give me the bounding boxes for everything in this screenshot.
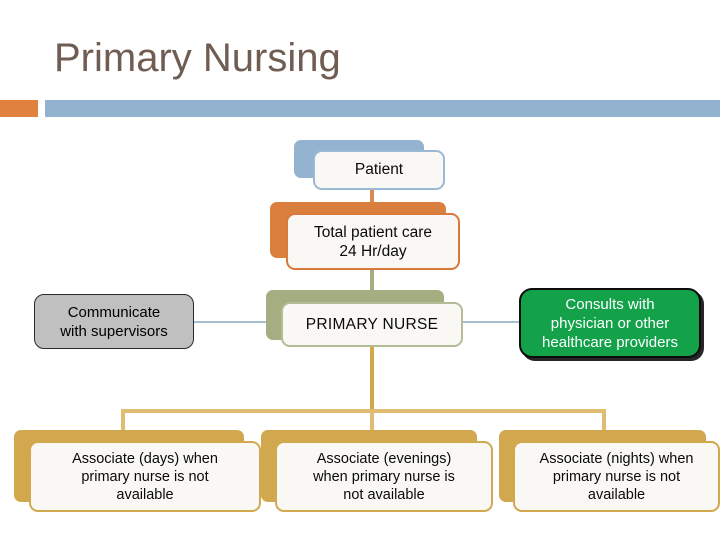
- node-total-patient-care-line2: 24 Hr/day: [339, 242, 407, 260]
- node-primary-nurse-label: PRIMARY NURSE: [305, 315, 439, 333]
- node-patient[interactable]: Patient: [313, 150, 445, 190]
- node-communicate-line1: Communicate: [67, 303, 161, 321]
- node-associate-days-line1: Associate (days) when: [72, 450, 218, 467]
- connector-primary-nurse-to-associates: [370, 347, 374, 411]
- node-communicate-with-supervisors[interactable]: Communicate with supervisors: [34, 294, 194, 349]
- node-total-patient-care-line1: Total patient care: [313, 223, 433, 241]
- node-communicate-line2: with supervisors: [60, 322, 168, 340]
- connector-drop-associate-days: [121, 409, 125, 433]
- node-associate-evenings[interactable]: Associate (evenings) when primary nurse …: [275, 441, 493, 512]
- connector-drop-associate-nights: [602, 409, 606, 433]
- node-associate-nights-line1: Associate (nights) when: [539, 450, 694, 467]
- node-primary-nurse[interactable]: PRIMARY NURSE: [281, 302, 463, 347]
- connector-communicate-to-primary-nurse: [194, 321, 272, 323]
- node-total-patient-care[interactable]: Total patient care 24 Hr/day: [286, 213, 460, 270]
- node-associate-days[interactable]: Associate (days) when primary nurse is n…: [29, 441, 261, 512]
- node-associate-nights-line2: primary nurse is not: [552, 468, 681, 485]
- header-accent-square: [0, 100, 38, 117]
- node-associate-evenings-line1: Associate (evenings): [316, 450, 452, 467]
- node-associate-evenings-line3: not available: [343, 486, 425, 503]
- node-consults-line1: Consults with: [565, 295, 655, 313]
- page-title: Primary Nursing: [54, 36, 341, 80]
- node-consults-with-physician[interactable]: Consults with physician or other healthc…: [519, 288, 701, 358]
- node-associate-nights-line3: available: [587, 486, 646, 503]
- node-consults-line2: physician or other: [550, 314, 670, 332]
- node-patient-label: Patient: [354, 161, 404, 178]
- node-associate-days-line2: primary nurse is not: [81, 468, 209, 485]
- node-associate-days-line3: available: [116, 486, 174, 503]
- connector-drop-associate-evenings: [370, 409, 374, 433]
- connector-primary-nurse-to-consults: [463, 321, 521, 323]
- node-associate-evenings-line2: when primary nurse is: [313, 468, 455, 485]
- node-consults-line3: healthcare providers: [542, 333, 678, 351]
- connector-total-care-to-primary-nurse: [370, 268, 374, 304]
- node-associate-nights[interactable]: Associate (nights) when primary nurse is…: [513, 441, 720, 512]
- connector-associates-bus: [121, 409, 605, 413]
- header-accent-bar: [45, 100, 720, 117]
